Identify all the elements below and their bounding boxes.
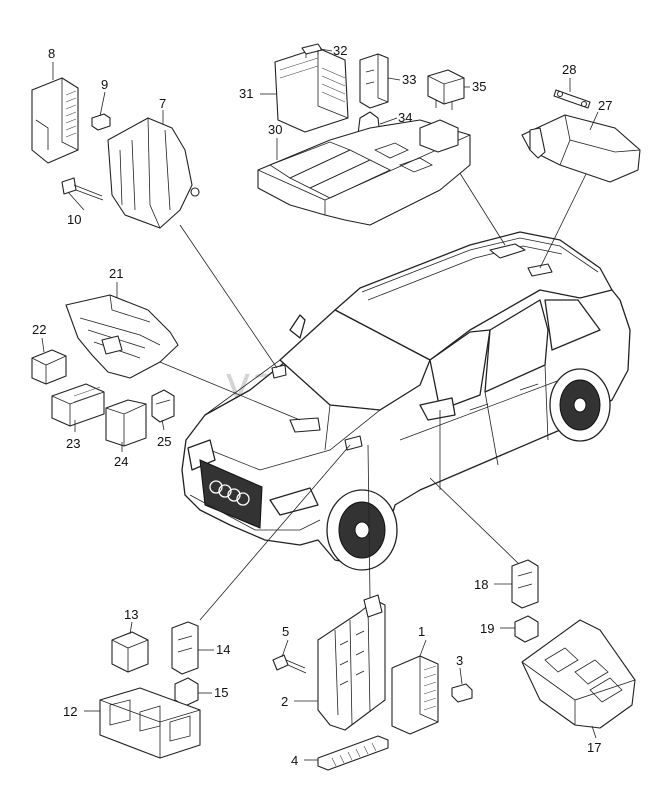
- part-3-fuse: [451, 683, 473, 703]
- leader-lines: [154, 169, 589, 621]
- part-4-fuse-strip: [317, 735, 389, 771]
- part-5-bolt: [272, 654, 307, 674]
- callout-18: 18: [474, 577, 488, 592]
- callout-4: 4: [291, 753, 298, 768]
- callout-28: 28: [562, 62, 576, 77]
- callout-27: 27: [598, 98, 612, 113]
- callout-21: 21: [109, 266, 123, 281]
- callout-labels: 8 9 7 10 31 32 33 34 35 30 28 27 21 22 2…: [32, 43, 612, 768]
- callout-2: 2: [281, 694, 288, 709]
- callout-15: 15: [214, 685, 228, 700]
- part-35-relay: [427, 69, 465, 110]
- part-9-fuse: [91, 113, 111, 131]
- callout-31: 31: [239, 86, 253, 101]
- grille-shape: [199, 459, 263, 529]
- callout-23: 23: [66, 436, 80, 451]
- callout-25: 25: [157, 434, 171, 449]
- callout-22: 22: [32, 322, 46, 337]
- callout-32: 32: [333, 43, 347, 58]
- part-17-relay-box: [521, 619, 636, 729]
- part-10-bolt: [61, 177, 104, 201]
- callout-24: 24: [114, 454, 128, 469]
- callout-8: 8: [48, 46, 55, 61]
- callout-3: 3: [456, 653, 463, 668]
- callout-14: 14: [216, 642, 230, 657]
- callout-5: 5: [282, 624, 289, 639]
- part-19-clip: [514, 615, 539, 643]
- part-12-relay-panel: [99, 687, 201, 759]
- part-13-relay: [111, 631, 149, 673]
- part-22-relay: [31, 349, 67, 385]
- callout-30: 30: [268, 122, 282, 137]
- part-30-fuse-box: [257, 119, 471, 226]
- callout-34: 34: [398, 110, 412, 125]
- part-15-clip: [174, 677, 199, 707]
- callout-7: 7: [159, 96, 166, 111]
- part-2-relay-plate: [317, 594, 386, 731]
- callout-13: 13: [124, 607, 138, 622]
- callout-12: 12: [63, 704, 77, 719]
- callout-10: 10: [67, 212, 81, 227]
- part-31-module: [274, 47, 349, 133]
- rear-wheel: [549, 368, 611, 442]
- part-7-relay-carrier: [107, 117, 200, 229]
- part-14-holder: [171, 621, 199, 675]
- part-28-bracket: [553, 89, 591, 109]
- part-23-relay-block: [51, 383, 105, 427]
- part-25-clip: [151, 389, 175, 423]
- part-27-cover: [521, 114, 641, 183]
- part-1-relay-cover: [391, 655, 439, 735]
- part-32-fuse: [301, 43, 323, 58]
- audi-rings: [209, 480, 250, 506]
- callout-17: 17: [587, 740, 601, 755]
- callout-9: 9: [101, 77, 108, 92]
- part-18-holder: [511, 559, 539, 609]
- callout-1: 1: [418, 624, 425, 639]
- part-21-bracket: [65, 294, 179, 379]
- part-33-fuse-holder: [359, 53, 389, 109]
- callout-33: 33: [402, 72, 416, 87]
- part-24-holder: [105, 399, 147, 447]
- callout-35: 35: [472, 79, 486, 94]
- part-8-relay-cover: [31, 77, 79, 164]
- callout-ticks: [41, 48, 599, 761]
- callout-19: 19: [480, 621, 494, 636]
- front-wheel: [326, 489, 398, 571]
- car-illustration: [181, 231, 631, 571]
